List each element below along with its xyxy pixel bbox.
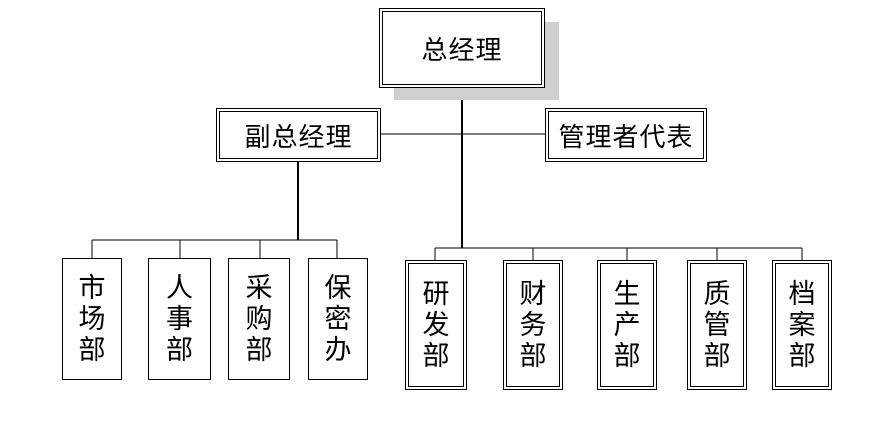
dept-label: 采购部 [245, 272, 273, 366]
dept-label: 研发部 [422, 278, 450, 372]
dept-box-purchasing[interactable]: 采购部 [228, 258, 290, 380]
dept-label: 保密办 [324, 272, 352, 366]
management-rep-label: 管理者代表 [558, 122, 694, 153]
dept-label: 生产部 [613, 278, 641, 372]
dept-box-market[interactable]: 市场部 [62, 258, 122, 380]
dept-label: 人事部 [166, 272, 193, 366]
general-manager-label: 总经理 [421, 35, 503, 66]
dept-box-rnd[interactable]: 研发部 [405, 260, 467, 390]
dept-box-hr[interactable]: 人事部 [148, 258, 211, 380]
deputy-manager-box[interactable]: 副总经理 [216, 108, 381, 162]
deputy-manager-label: 副总经理 [244, 122, 353, 153]
dept-box-finance[interactable]: 财务部 [503, 260, 563, 390]
dept-label: 市场部 [78, 272, 106, 366]
general-manager-box[interactable]: 总经理 [379, 8, 545, 88]
dept-box-archive[interactable]: 档案部 [772, 260, 832, 390]
dept-box-quality[interactable]: 质管部 [687, 260, 747, 390]
dept-label: 档案部 [788, 278, 816, 372]
dept-box-security[interactable]: 保密办 [308, 258, 368, 380]
management-rep-box[interactable]: 管理者代表 [545, 108, 707, 162]
dept-box-production[interactable]: 生产部 [597, 260, 657, 390]
dept-label: 财务部 [519, 278, 547, 372]
dept-label: 质管部 [703, 278, 731, 372]
